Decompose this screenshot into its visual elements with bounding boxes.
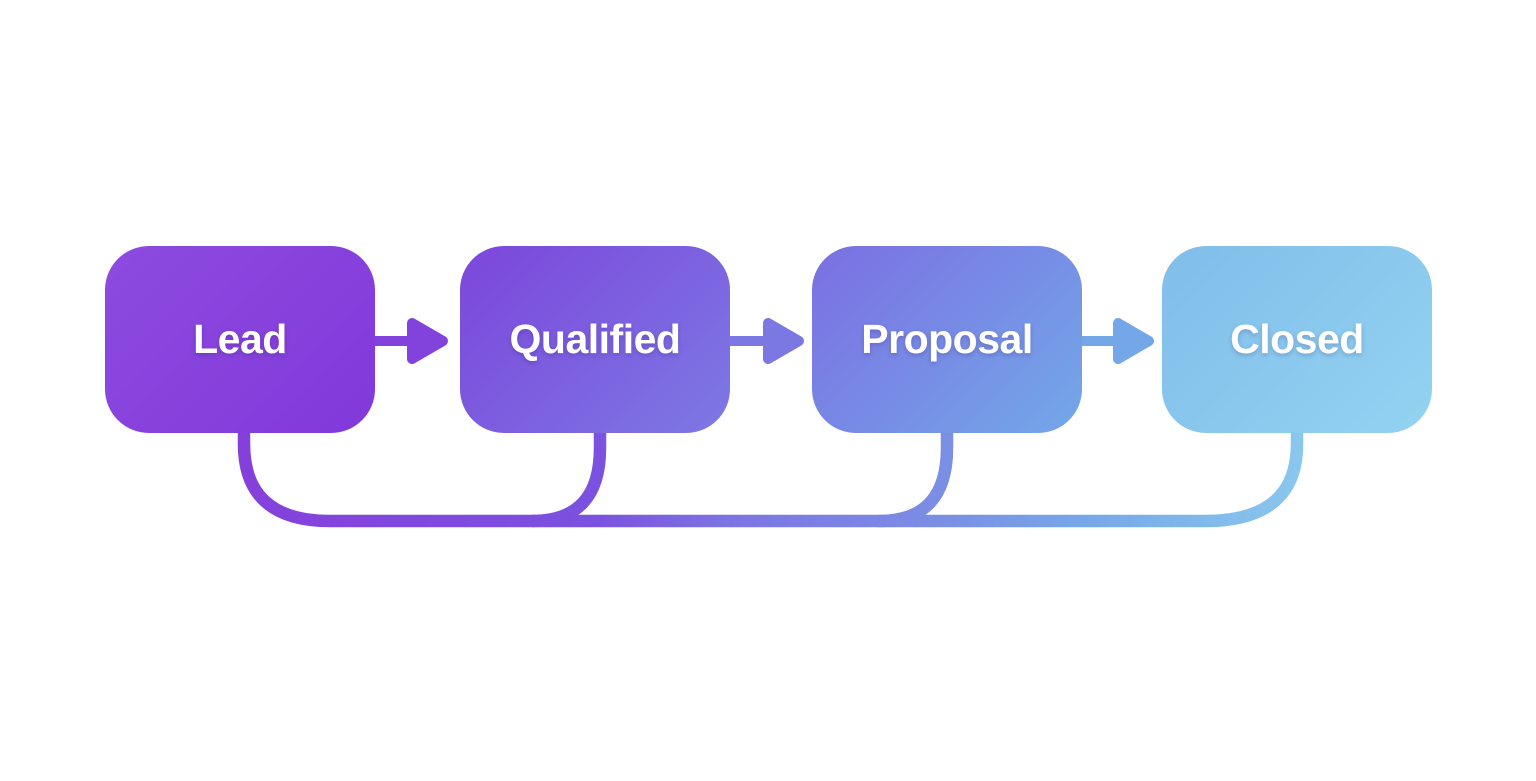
arrow-head [1113, 318, 1154, 364]
arrow-head [407, 318, 448, 364]
arrow-lead-to-qualified [369, 318, 448, 364]
stage-qualified: Qualified [460, 246, 730, 433]
stage-qualified-label: Qualified [509, 316, 681, 362]
return-rail [237, 430, 1304, 528]
stage-lead-label: Lead [193, 316, 287, 362]
stage-closed: Closed [1162, 246, 1432, 433]
stage-proposal: Proposal [812, 246, 1082, 433]
arrow-head [763, 318, 804, 364]
stage-lead: Lead [105, 246, 375, 433]
branch-qualified [531, 430, 607, 528]
stage-proposal-label: Proposal [861, 316, 1033, 362]
stage-closed-label: Closed [1230, 316, 1364, 362]
arrow-qualified-to-proposal [725, 318, 804, 364]
branch-proposal [878, 430, 954, 528]
arrow-proposal-to-closed [1075, 318, 1154, 364]
